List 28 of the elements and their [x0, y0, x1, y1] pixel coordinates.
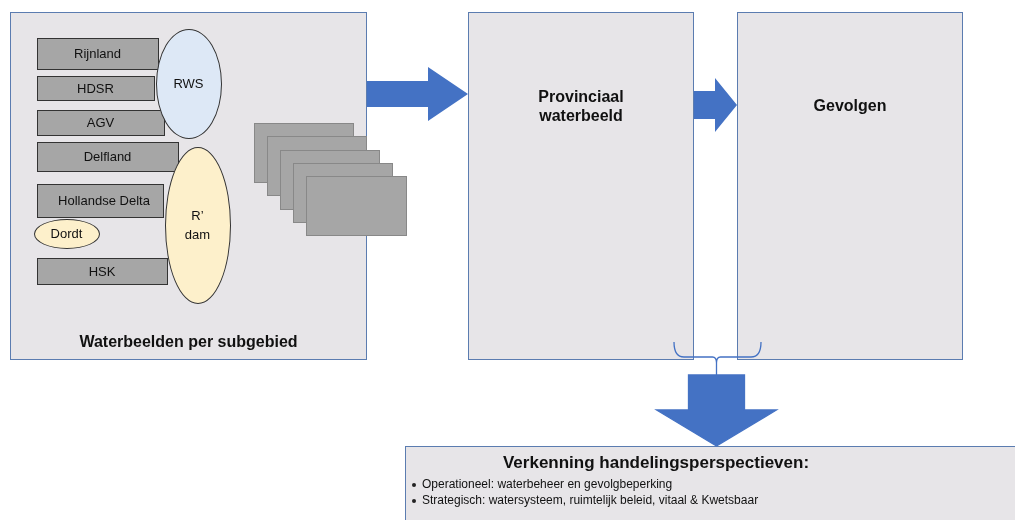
- block-arrow: [367, 67, 468, 121]
- panel-title: Waterbeelden per subgebied: [78, 333, 299, 351]
- box-label: Rijnland: [74, 46, 121, 61]
- box-label: Hollandse Delta: [58, 193, 150, 208]
- box-label: HSK: [88, 263, 116, 279]
- section-heading: Verkenning handelingsperspectieven:: [501, 453, 811, 473]
- process-box: [468, 12, 694, 360]
- box-label: AGV: [86, 115, 115, 130]
- region-box: [36, 75, 155, 101]
- region-box: [36, 183, 164, 218]
- merge-arrow: [655, 341, 778, 447]
- box-label: R’ dam: [183, 206, 212, 244]
- result-box: [405, 446, 1015, 520]
- block-arrow: [694, 78, 737, 132]
- region-box: [36, 257, 168, 285]
- box-title: Gevolgen: [812, 96, 888, 116]
- box-title: Provinciaal waterbeeld: [537, 86, 625, 126]
- box-label: RWS: [173, 76, 204, 91]
- box-label: HDSR: [77, 80, 114, 96]
- bullet-item: Operationeel: waterbeheer en gevolgbeperking: [422, 477, 673, 491]
- region-box: [36, 37, 159, 70]
- process-box: [737, 12, 963, 360]
- stacked-sheet: [305, 175, 407, 236]
- region-box: [36, 109, 165, 136]
- bullet-item: Strategisch: watersysteem, ruimtelijk beleid, vitaal & Kwetsbaar: [422, 493, 759, 507]
- region-box: [36, 141, 179, 172]
- box-label: Delfland: [83, 149, 132, 164]
- box-label: Dordt: [50, 226, 83, 241]
